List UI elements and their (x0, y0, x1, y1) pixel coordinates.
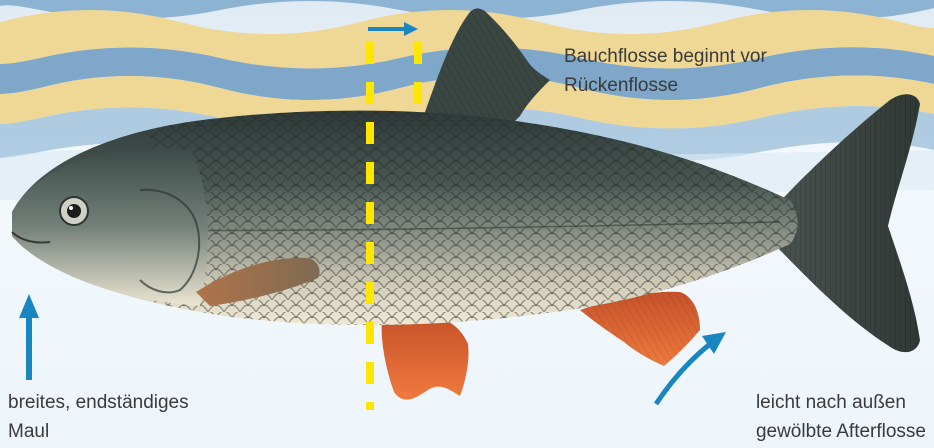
anal-caption-line2: gewölbte Afterflosse (756, 417, 926, 446)
dorsal-caption-line2: Rückenflosse (564, 71, 767, 100)
anal-caption-line1: leicht nach außen (756, 388, 926, 417)
dorsal-caption-line1: Bauchflosse beginnt vor (564, 42, 767, 71)
mouth-caption-line2: Maul (8, 417, 189, 446)
mouth-caption: breites, endständiges Maul (8, 388, 189, 446)
mouth-caption-line1: breites, endständiges (8, 388, 189, 417)
pelvic-fin (382, 315, 469, 400)
dorsal-fin-caption: Bauchflosse beginnt vor Rückenflosse (564, 42, 767, 100)
fish-eye (60, 197, 88, 225)
anal-fin-caption: leicht nach außen gewölbte Afterflosse (756, 388, 926, 446)
